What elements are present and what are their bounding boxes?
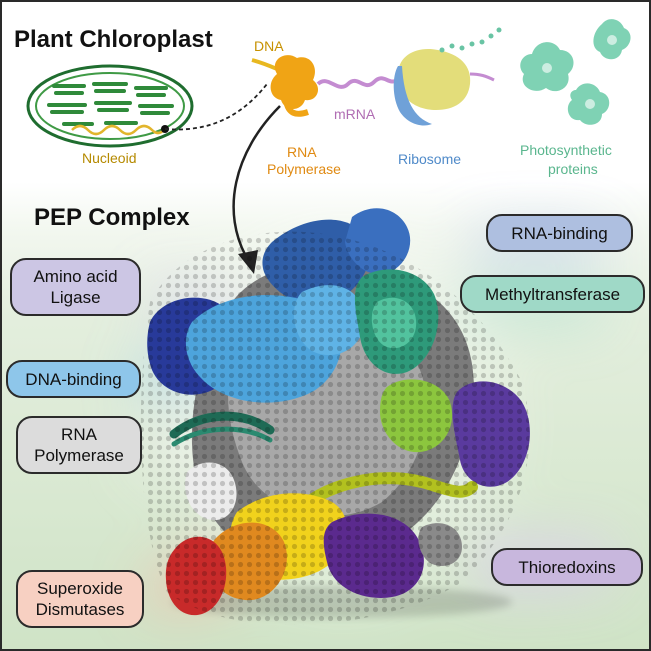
- ribosome-illustration: [393, 27, 502, 126]
- methyltransferase-label: Methyltransferase: [460, 275, 645, 313]
- rna-binding-label: RNA-binding: [486, 214, 633, 252]
- photosynthetic-proteins-illustration: [520, 19, 631, 125]
- amino-acid-ligase-line2: Ligase: [50, 288, 101, 307]
- amino-acid-ligase-line1: Amino acid: [33, 267, 118, 286]
- thioredoxins-label: Thioredoxins: [491, 548, 643, 586]
- rna-polymerase-line2: Polymerase: [34, 446, 124, 465]
- photosynthetic-label-line2: proteins: [548, 161, 598, 177]
- chloroplast-title: Plant Chloroplast: [14, 26, 213, 53]
- mrna-strand: [316, 76, 400, 89]
- rna-polymerase-label: RNA Polymerase: [16, 416, 142, 474]
- amino-acid-ligase-label: Amino acid Ligase: [10, 258, 141, 316]
- nucleoid-label: Nucleoid: [82, 150, 137, 166]
- dna-label: DNA: [254, 38, 284, 54]
- ribosome-label: Ribosome: [398, 151, 462, 167]
- rna-polymerase-schematic-label: RNA: [287, 143, 317, 161]
- dna-binding-label: DNA-binding: [6, 360, 141, 398]
- rna-polymerase-schematic-line1: RNA: [287, 144, 317, 160]
- rna-polymerase-illustration: [251, 55, 319, 117]
- rna-polymerase-line1: RNA: [61, 425, 97, 444]
- mrna-label: mRNA: [334, 106, 376, 122]
- superoxide-dismutases-line2: Dismutases: [35, 600, 125, 619]
- superoxide-dismutases-label: Superoxide Dismutases: [16, 570, 144, 628]
- rna-polymerase-schematic-line2: Polymerase: [267, 161, 341, 177]
- complex-title: PEP Complex: [34, 204, 190, 231]
- superoxide-dismutases-line1: Superoxide: [36, 579, 123, 598]
- photosynthetic-label-line1: Photosynthetic: [520, 142, 612, 158]
- chloroplast-illustration: [26, 64, 268, 148]
